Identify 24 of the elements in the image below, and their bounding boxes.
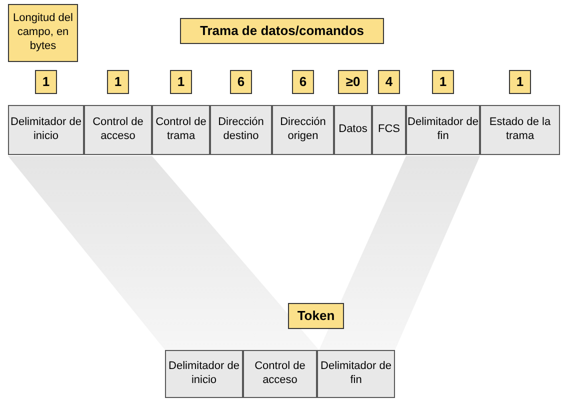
frame-field: FCS (372, 105, 406, 155)
field-length-caption: Longitud del campo, en bytes (8, 4, 78, 62)
frame-field: Estado de la trama (480, 105, 560, 155)
token-field: Control de acceso (243, 350, 317, 398)
byte-count: 1 (35, 70, 57, 94)
byte-count: 1 (432, 70, 454, 94)
frame-field: Dirección destino (210, 105, 272, 155)
byte-count: ≥0 (338, 70, 368, 94)
byte-count: 1 (107, 70, 129, 94)
frame-field: Control de acceso (84, 105, 152, 155)
byte-count: 4 (378, 70, 400, 94)
token-field: Delimitador de inicio (165, 350, 243, 398)
frame-field: Delimitador de inicio (8, 105, 84, 155)
token-field: Delimitador de fin (317, 350, 395, 398)
frame-title: Trama de datos/comandos (180, 18, 384, 44)
byte-count: 1 (170, 70, 192, 94)
frame-field: Datos (334, 105, 372, 155)
byte-count: 1 (509, 70, 531, 94)
token-title: Token (288, 303, 344, 329)
frame-field: Delimitador de fin (406, 105, 480, 155)
byte-count: 6 (230, 70, 252, 94)
byte-count: 6 (292, 70, 314, 94)
frame-field: Control de trama (152, 105, 210, 155)
frame-field: Dirección origen (272, 105, 334, 155)
